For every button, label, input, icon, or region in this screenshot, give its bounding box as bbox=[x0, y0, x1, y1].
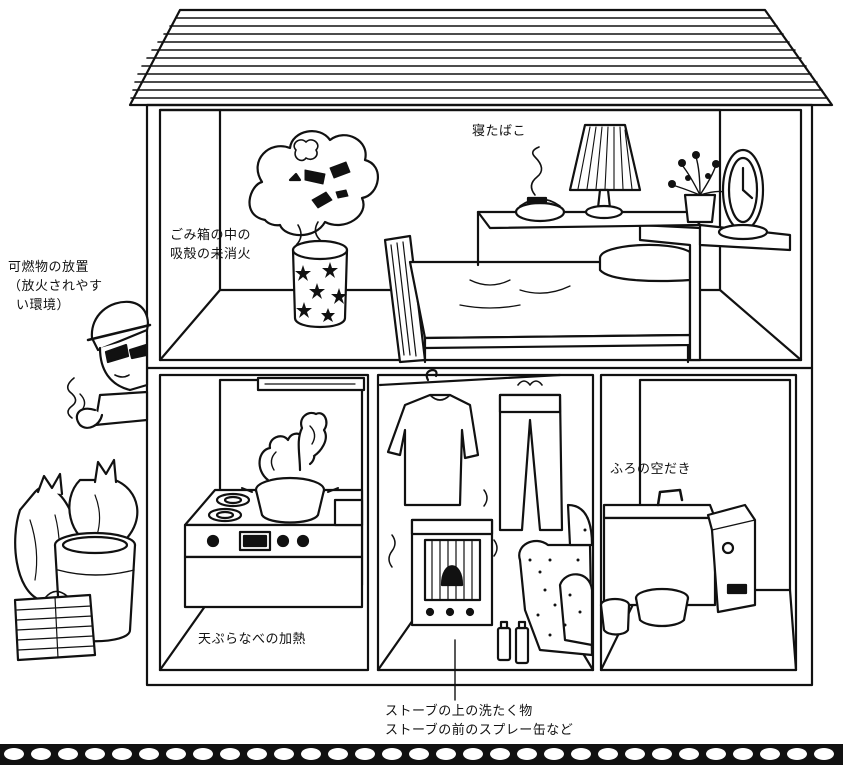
border-scallop bbox=[58, 748, 78, 760]
border-scallop bbox=[355, 748, 375, 760]
border-scallop bbox=[409, 748, 429, 760]
border-scallop bbox=[760, 748, 780, 760]
border-scallop bbox=[301, 748, 321, 760]
label-stove-line1: ストーブの上の洗たく物 bbox=[385, 704, 533, 719]
border-scallop bbox=[517, 748, 537, 760]
roof bbox=[128, 8, 834, 107]
label-tempura: 天ぷらなべの加熱 bbox=[198, 632, 307, 647]
bathtub-icon bbox=[602, 488, 717, 607]
label-trash-cigarette-line1: ごみ箱の中の bbox=[170, 228, 252, 243]
label-stove: ストーブの上の洗たく物 ストーブの前のスプレー缶など bbox=[385, 702, 573, 740]
tempura-pot-icon bbox=[241, 411, 339, 524]
border-scallop bbox=[706, 748, 726, 760]
border-scallop bbox=[544, 748, 564, 760]
label-combustibles: 可燃物の放置 （放火されやす い環境） bbox=[8, 258, 103, 315]
border-scallop bbox=[490, 748, 510, 760]
border-scallop bbox=[598, 748, 618, 760]
label-stove-line2: ストーブの前のスプレー缶など bbox=[385, 723, 574, 738]
trousers-icon bbox=[498, 380, 564, 532]
border-scallop bbox=[328, 748, 348, 760]
bed-icon bbox=[383, 223, 702, 364]
border-scallop bbox=[625, 748, 645, 760]
label-combustibles-line2: （放火されやす bbox=[8, 279, 103, 294]
border-scallop bbox=[382, 748, 402, 760]
border-scallop bbox=[571, 748, 591, 760]
border-scallop bbox=[652, 748, 672, 760]
spray-cans-icon bbox=[496, 620, 530, 665]
label-bath: ふろの空だき bbox=[610, 462, 692, 477]
border-scallop bbox=[166, 748, 186, 760]
border-scallop bbox=[733, 748, 753, 760]
shirt-icon bbox=[386, 393, 480, 507]
flowers-icon bbox=[668, 151, 730, 224]
label-trash-cigarette: ごみ箱の中の 吸殻の未消火 bbox=[170, 226, 251, 264]
label-trash-cigarette-line2: 吸殻の未消火 bbox=[170, 247, 252, 262]
label-combustibles-line3: い環境） bbox=[16, 298, 71, 313]
lamp-icon bbox=[568, 123, 642, 220]
border-scallop bbox=[220, 748, 240, 760]
border-scallop bbox=[787, 748, 807, 760]
smoke-cloud-icon bbox=[248, 130, 379, 258]
laundry-pole-icon bbox=[378, 368, 562, 387]
border-scallop bbox=[193, 748, 213, 760]
border-scallop bbox=[112, 748, 132, 760]
arsonist-icon bbox=[66, 300, 152, 429]
kitchen-range-hood-icon bbox=[256, 376, 366, 392]
label-combustibles-line1: 可燃物の放置 bbox=[8, 260, 90, 275]
border-scallop bbox=[463, 748, 483, 760]
oil-heater-icon bbox=[410, 518, 494, 627]
armchair-icon bbox=[518, 503, 594, 657]
label-sleep-smoking: 寝たばこ bbox=[472, 124, 527, 139]
scalloped-border bbox=[0, 744, 843, 765]
border-scallop bbox=[436, 748, 456, 760]
border-scallop bbox=[679, 748, 699, 760]
garbage-icon bbox=[13, 458, 139, 662]
bath-boiler-icon bbox=[706, 503, 757, 614]
wastebin-icon bbox=[291, 239, 349, 328]
border-scallop bbox=[139, 748, 159, 760]
border-scallop bbox=[31, 748, 51, 760]
ashtray-icon bbox=[514, 146, 566, 223]
border-scallop bbox=[4, 748, 24, 760]
border-scallop bbox=[247, 748, 267, 760]
border-scallop bbox=[274, 748, 294, 760]
clock-icon bbox=[717, 148, 769, 241]
border-scallop bbox=[85, 748, 105, 760]
bath-bucket-icon bbox=[599, 587, 690, 636]
border-scallop bbox=[814, 748, 834, 760]
